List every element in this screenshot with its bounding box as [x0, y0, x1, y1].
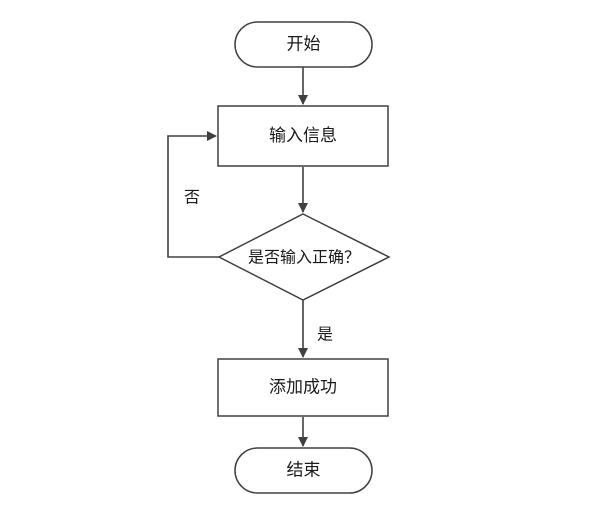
input-node-shape — [217, 105, 389, 167]
success-node: 添加成功 — [217, 358, 389, 417]
edge-label-no: 否 — [184, 188, 200, 207]
check-node: 是否输入正确？ — [217, 213, 391, 301]
end-node-shape — [234, 447, 373, 494]
success-node-label: 添加成功 — [269, 378, 337, 398]
success-node-shape — [217, 358, 389, 417]
start-node: 开始 — [234, 21, 373, 68]
end-node-label: 结束 — [287, 461, 321, 481]
start-node-shape — [234, 21, 373, 68]
check-node-shape — [217, 213, 391, 301]
edge-label-yes: 是 — [317, 325, 333, 344]
check-node-label: 是否输入正确？ — [248, 248, 360, 267]
start-node-label: 开始 — [287, 35, 321, 55]
input-node: 输入信息 — [217, 105, 389, 167]
end-node: 结束 — [234, 447, 373, 494]
edge-check-no-loop — [167, 131, 220, 258]
input-node-label: 输入信息 — [269, 126, 337, 146]
